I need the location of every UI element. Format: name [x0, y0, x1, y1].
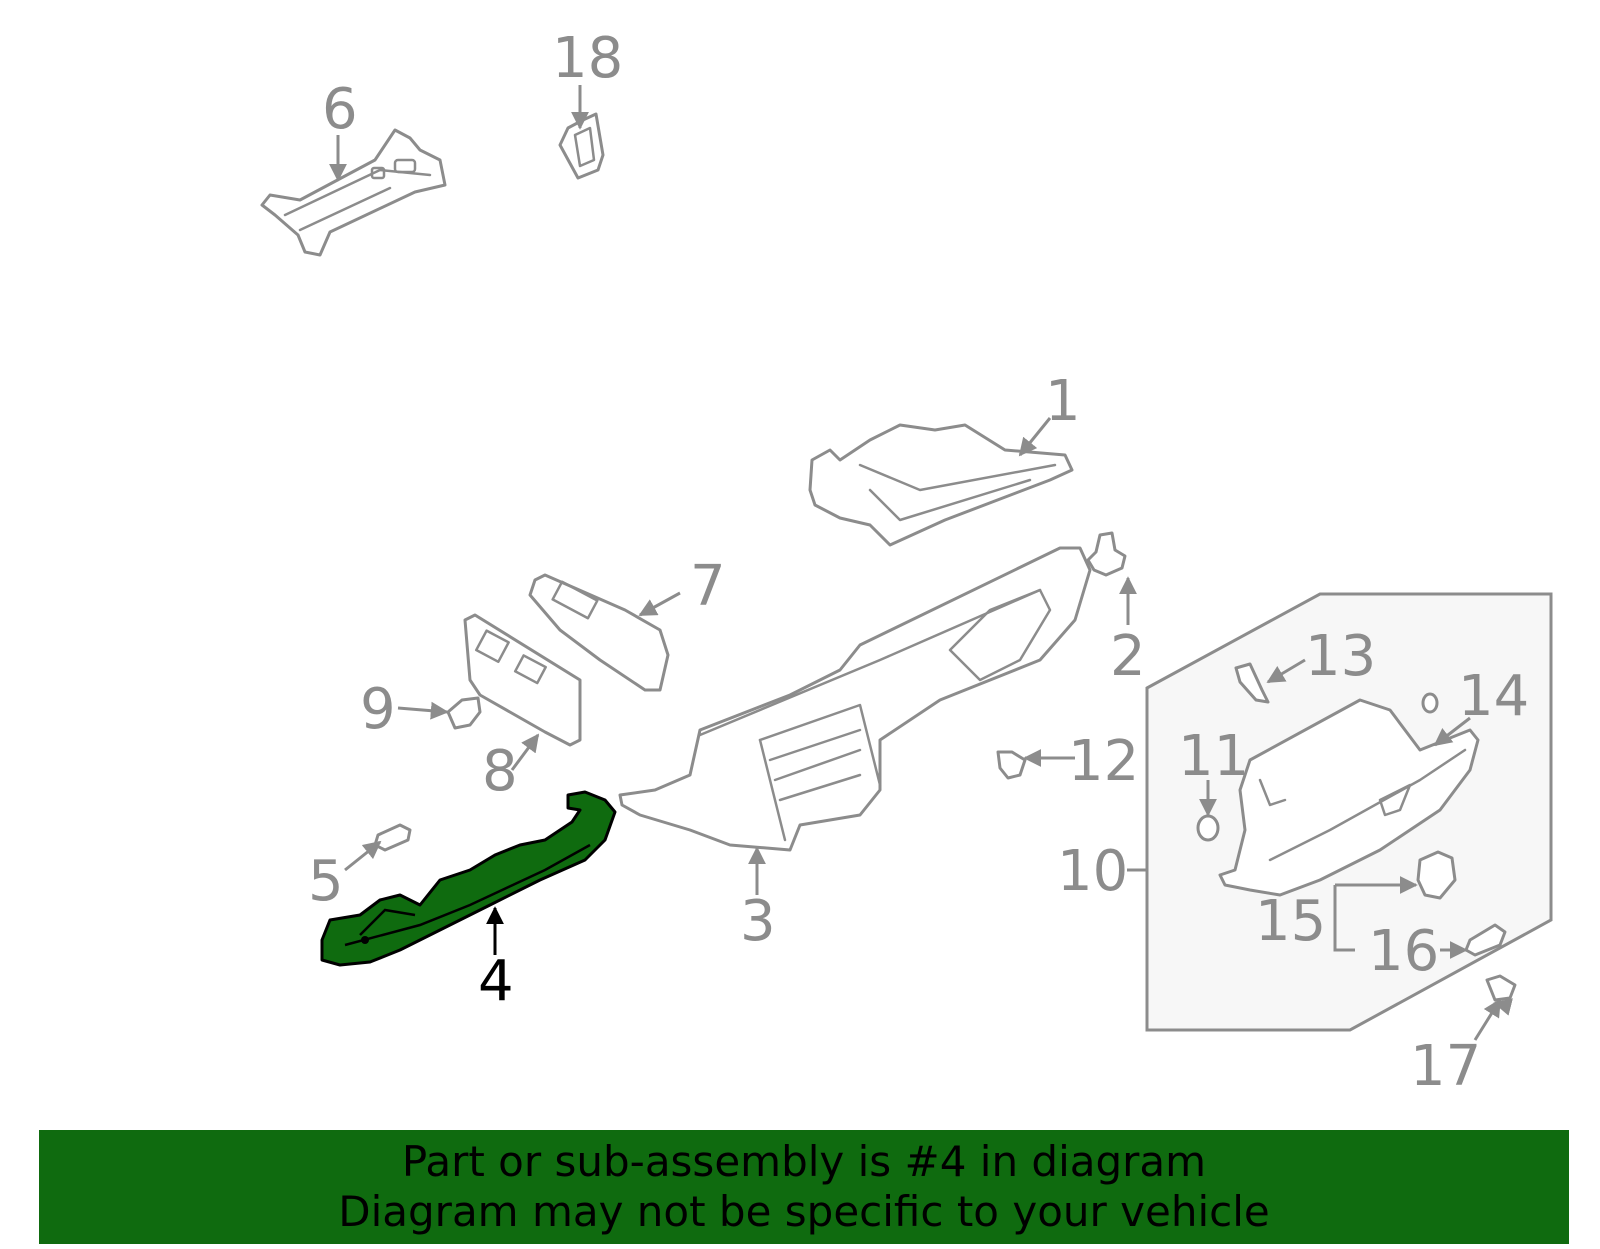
leader-lines [329, 85, 1513, 1041]
part-5-clip [373, 823, 412, 852]
part-1-upper-panel [808, 423, 1074, 547]
callout-18: 18 [552, 26, 623, 91]
callout-8: 8 [482, 739, 518, 804]
inset-group-10 [1145, 592, 1553, 1032]
part-12-clip [996, 750, 1027, 780]
part-8-panel [463, 613, 582, 747]
callout-11: 11 [1178, 724, 1249, 789]
callout-12: 12 [1068, 729, 1139, 794]
callout-14: 14 [1458, 664, 1529, 729]
callout-16: 16 [1368, 919, 1439, 984]
part-3-lower-panel [618, 546, 1092, 852]
part-17-clip [1485, 974, 1517, 1002]
part-7-trim-panel [528, 573, 670, 692]
callout-3: 3 [740, 889, 776, 954]
callout-4: 4 [478, 949, 514, 1014]
banner-line-1: Part or sub-assembly is #4 in diagram [401, 1137, 1207, 1186]
part-2-screw [1086, 531, 1127, 577]
banner-line-2: Diagram may not be specific to your vehi… [338, 1187, 1270, 1236]
callout-9: 9 [360, 677, 396, 742]
part-6-bracket [260, 128, 447, 257]
callout-17: 17 [1410, 1034, 1481, 1099]
callout-2: 2 [1110, 624, 1146, 689]
callout-5: 5 [308, 849, 344, 914]
callout-1: 1 [1045, 369, 1081, 434]
callout-7: 7 [690, 554, 726, 619]
info-banner: Part or sub-assembly is #4 in diagram Di… [39, 1130, 1569, 1244]
part-9-clip [446, 696, 482, 730]
callout-13: 13 [1305, 624, 1376, 689]
part-4-highlighted [320, 790, 617, 967]
callout-15: 15 [1255, 889, 1326, 954]
callout-10: 10 [1057, 839, 1128, 904]
callout-6: 6 [322, 77, 358, 142]
